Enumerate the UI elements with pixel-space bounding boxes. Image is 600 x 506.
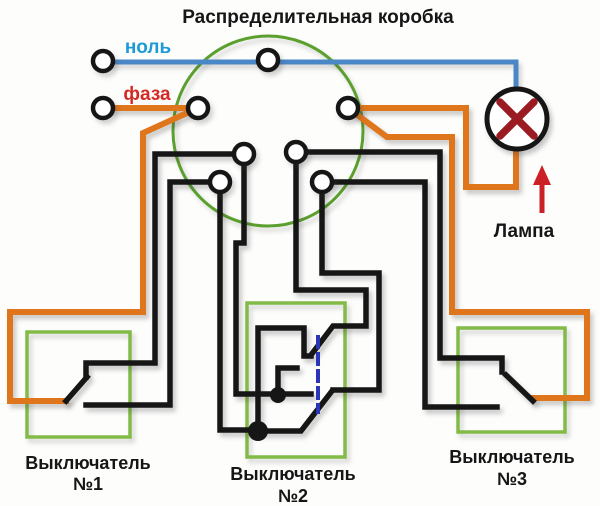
switch1-number: №1: [73, 474, 103, 494]
lamp-symbol: [484, 86, 550, 152]
t1-to-switch1-top-wire: [83, 151, 247, 380]
switch3-label: Выключатель: [449, 447, 575, 467]
switch1-arm: [62, 373, 91, 405]
neutral-wire: [105, 59, 519, 92]
neutral-splice-terminal: [255, 47, 281, 73]
switch2-box: [245, 301, 347, 459]
phase-to-switch1-wire: [7, 104, 202, 404]
switch2-lower-arm: [255, 387, 336, 434]
switch2-mid-contact: [275, 365, 300, 398]
splice-terminal-4: [309, 169, 335, 195]
switch2-junction-dot-mid: [270, 387, 286, 403]
lamp-splice-terminal: [335, 95, 361, 121]
switch2-label: Выключатель: [230, 464, 356, 484]
switch2-junction-dot-bottom: [248, 421, 268, 441]
neutral-label: ноль: [125, 37, 171, 58]
phase-splice-terminal: [185, 95, 211, 121]
lamp-to-switch3-wire: [343, 103, 590, 401]
t3-to-switch2-wire: [293, 149, 369, 359]
switch1-label: Выключатель: [25, 453, 151, 473]
switch2-cross-link: [255, 325, 314, 434]
lamp-arrow-icon: [533, 165, 551, 213]
lamp-label: Лампа: [494, 221, 555, 242]
junction-box-circle: [171, 34, 365, 228]
neutral-input-terminal: [90, 48, 116, 74]
phase-label: фаза: [123, 84, 171, 105]
t1-to-switch2-wire: [233, 151, 314, 397]
splice-terminal-2: [207, 169, 233, 195]
splice-terminal-1: [231, 141, 257, 167]
splice-terminal-3: [283, 139, 309, 165]
switch1-box: [25, 330, 132, 439]
page-title: Распределительная коробка: [182, 7, 454, 28]
switch3-number: №3: [497, 469, 527, 489]
switch3-arm: [502, 371, 537, 405]
lamp-phase-wire: [345, 105, 519, 190]
switch3-box: [456, 326, 567, 434]
phase-input-terminal: [90, 95, 116, 121]
t2-to-switch1-bottom-wire: [83, 179, 223, 408]
switch2-number: №2: [278, 486, 308, 506]
lamp-x-icon: [496, 98, 538, 140]
t4-to-switch3-bottom-wire: [319, 179, 500, 410]
t4-to-switch2-wire: [319, 179, 382, 393]
t3-to-switch3-top-wire: [293, 149, 505, 375]
t2-to-switch2-wire: [217, 179, 261, 433]
